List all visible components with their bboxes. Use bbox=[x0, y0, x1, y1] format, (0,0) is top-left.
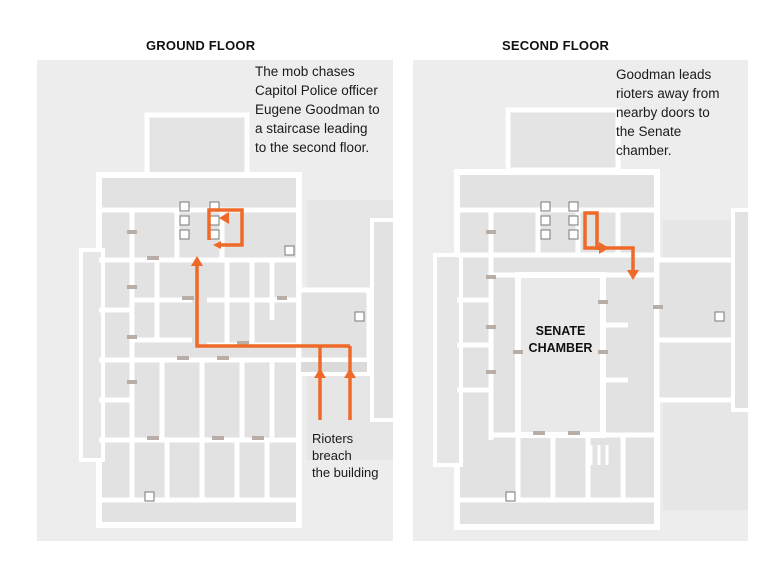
east-wing-block bbox=[654, 257, 740, 343]
second-floor-title: SECOND FLOOR bbox=[502, 38, 610, 53]
adjacent-building-edge bbox=[370, 218, 393, 422]
west-terrace bbox=[79, 248, 105, 462]
west-terrace bbox=[433, 253, 463, 467]
route-arrows bbox=[599, 242, 639, 280]
staircase-lines bbox=[589, 445, 609, 465]
goodman-route bbox=[583, 211, 635, 272]
second-floor-map bbox=[413, 60, 748, 541]
north-wing bbox=[505, 107, 621, 173]
chase-route bbox=[195, 208, 352, 420]
ground-floor-plan bbox=[37, 60, 393, 541]
second-floor-plan bbox=[413, 60, 748, 541]
doorways bbox=[486, 230, 663, 435]
senate-chamber-room bbox=[515, 272, 606, 438]
north-wing bbox=[144, 112, 250, 178]
adjacent-building-edge bbox=[731, 208, 748, 412]
second-floor-goodman-note: Goodman leads rioters away from nearby d… bbox=[616, 67, 720, 158]
east-wing-block bbox=[296, 287, 372, 363]
ground-floor-chase-note: The mob chases Capitol Police officer Eu… bbox=[255, 64, 380, 155]
east-entrance bbox=[297, 358, 371, 376]
doorways bbox=[127, 230, 287, 440]
rioters-breach-note: Rioters breach the building bbox=[312, 431, 379, 480]
route-arrows bbox=[191, 212, 356, 378]
east-wing-lower bbox=[654, 337, 740, 403]
ground-floor-map bbox=[37, 60, 393, 541]
senate-chamber-label: SENATE CHAMBER bbox=[528, 324, 593, 355]
ground-floor-title: GROUND FLOOR bbox=[146, 38, 256, 53]
stairwell-icons bbox=[505, 201, 725, 502]
